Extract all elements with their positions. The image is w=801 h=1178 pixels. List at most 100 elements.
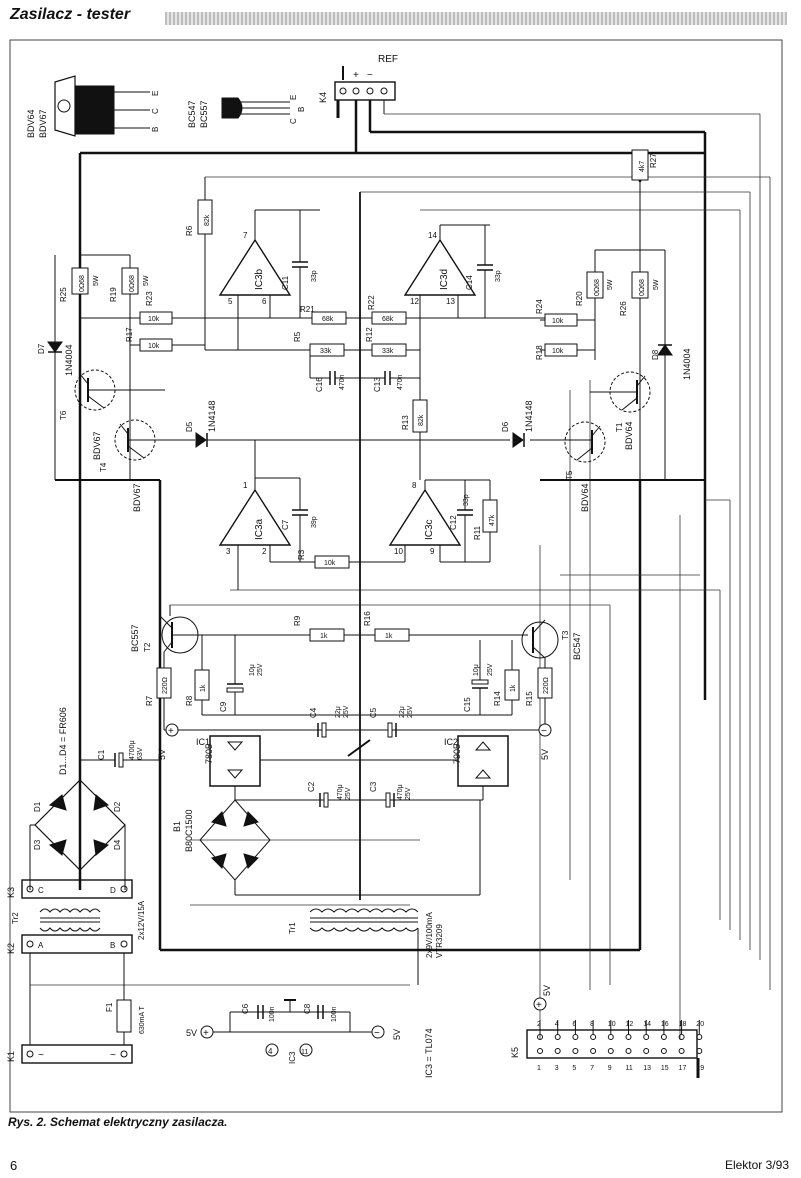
r26-watt: 5W — [653, 279, 660, 290]
t5-type: BDV64 — [580, 483, 590, 512]
r26-label: R26 — [619, 301, 628, 316]
r27-value: 4k7 — [639, 161, 646, 172]
r6-label: R6 — [185, 225, 194, 236]
k5-top-pin-label: 18 — [679, 1021, 687, 1028]
c2-volt: 25V — [345, 787, 352, 800]
k5-bottom-pin-label: 9 — [608, 1065, 612, 1072]
ic3d-pin12: 12 — [410, 297, 419, 306]
r14-value: 1k — [510, 684, 517, 692]
k5-bottom-pin-label: 5 — [572, 1065, 576, 1072]
k5-pin-13 — [643, 1048, 650, 1054]
k5-top-pin-label: 4 — [555, 1021, 559, 1028]
k5-pin-10 — [607, 1034, 614, 1040]
small-pin-c: C — [289, 118, 298, 124]
t1-type: BDV64 — [624, 421, 634, 450]
r20-label: R20 — [575, 291, 584, 306]
r19-watt: 5W — [143, 275, 150, 286]
c9-value: 10μ — [249, 664, 256, 676]
small-pin-b: B — [297, 107, 306, 112]
r11-value: 47k — [489, 514, 496, 526]
d5-label: D5 — [185, 421, 194, 432]
c16-label: C16 — [315, 377, 324, 392]
transformer-tr1: Tr1 2x9V/100mA VTR3209 — [288, 908, 444, 985]
k5-bottom-pin-label: 15 — [661, 1065, 669, 1072]
page-title: Zasilacz - tester — [10, 6, 131, 23]
d6-label: D6 — [501, 421, 510, 432]
c7-label: C7 — [281, 519, 290, 530]
c14-label: C14 — [465, 275, 474, 290]
d4-label: D4 — [113, 839, 122, 850]
t1-label: T1 — [615, 422, 624, 432]
k5-pin-4 — [554, 1034, 561, 1040]
r24-value: 10k — [552, 318, 564, 325]
ic2-label: IC2 — [444, 737, 458, 747]
r7-label: R7 — [145, 695, 154, 706]
journal-issue: Elektor 3/93 — [724, 1158, 789, 1172]
k5-plus-sign: + — [536, 1000, 542, 1011]
c15-volt: 25V — [487, 663, 494, 676]
opamp-ic3c: IC3c 8 10 9 C12 33p R11 47k — [365, 479, 498, 563]
k2-pin-b: B — [110, 941, 115, 950]
connector-k4: K4 + − REF — [318, 54, 398, 152]
ic3b-pin5: 5 — [228, 297, 233, 306]
page-number: 6 — [10, 1158, 18, 1173]
c13-label: C13 — [373, 377, 382, 392]
k5-pin-15 — [660, 1048, 667, 1054]
r21-value: 68k — [322, 316, 334, 323]
k5-bottom-pin-label: 3 — [555, 1065, 559, 1072]
d1-label: D1 — [33, 801, 42, 812]
r23-value: 10k — [148, 316, 160, 323]
opamp-ic3a: IC3a 1 3 2 C7 39p R3 10k — [218, 440, 405, 590]
k5-bottom-pin-label: 7 — [590, 1065, 594, 1072]
ic3b-pin7: 7 — [243, 231, 248, 240]
b1-type: B80C1500 — [184, 809, 194, 852]
c9-volt: 25V — [257, 663, 264, 676]
r15-label: R15 — [525, 691, 534, 706]
regulator-section: + 5V − 5V C4 22μ 25V C5 22μ 25V IC1 7805… — [157, 705, 552, 808]
v5-positive: 5V — [157, 749, 167, 760]
decoup-minus-sign: − — [374, 1028, 380, 1039]
decoup-plus-sign: + — [203, 1028, 209, 1039]
r14-label: R14 — [493, 691, 502, 706]
ic1-type: 7805 — [204, 744, 214, 764]
tr2-label: Tr2 — [11, 912, 20, 924]
r3-label: R3 — [297, 549, 306, 560]
r15-value: 220Ω — [543, 677, 550, 694]
ic3c-pin9: 9 — [430, 547, 435, 556]
power-transistor-pinout: BDV64 BDV67 B C E — [26, 75, 160, 138]
k5-bottom-pin-label: 19 — [696, 1065, 704, 1072]
k2-pin-a: A — [38, 941, 44, 950]
bridge-b1: B1 B80C1500 — [172, 799, 481, 896]
right-power-stage: R27 4k7 R20 0Ω68 5W R26 0Ω68 5W R24 10k … — [501, 149, 705, 512]
k5-bottom-pin-label: 17 — [679, 1065, 687, 1072]
c6-value: 100n — [269, 1006, 276, 1022]
tr1-label: Tr1 — [288, 922, 297, 934]
t3-type: BC547 — [572, 632, 582, 660]
k5-pin-1 — [537, 1048, 543, 1054]
k2-label: K2 — [6, 943, 16, 954]
k5-top-pin-label: 2 — [537, 1021, 541, 1028]
opamp-ic3b: IC3b 7 5 6 C11 33p R21 68k R22 68k R6 82… — [185, 177, 545, 350]
c2-value: 470μ — [337, 784, 344, 800]
r20-value: 0Ω68 — [594, 279, 601, 296]
k5-top-pin-label: 16 — [661, 1021, 669, 1028]
r12-label: R12 — [365, 327, 374, 342]
k5-pin-5 — [572, 1048, 579, 1054]
k1-label: K1 — [6, 1051, 16, 1062]
r13-value: 82k — [418, 414, 425, 426]
c12-label: C12 — [449, 515, 458, 530]
k1-pin-left: ~ — [38, 1050, 44, 1061]
c4-value: 22μ — [335, 706, 342, 718]
f1-label: F1 — [105, 1002, 114, 1012]
k5-pin-20 — [696, 1034, 703, 1040]
k4-plus: + — [353, 70, 359, 81]
c14-value: 33p — [495, 270, 502, 282]
decoup-5v-right: 5V — [392, 1029, 402, 1040]
left-power-stage: R25 0Ω68 5W R19 0Ω68 5W R23 10k R17 10k … — [37, 254, 510, 512]
t4-label: T4 — [99, 462, 108, 472]
r5-value: 33k — [320, 348, 332, 355]
transformer-tr2: K3 C D Tr2 2x12V/15A K2 A B F1 630mA T K… — [6, 879, 146, 1064]
power-name-2: BDV67 — [38, 109, 48, 138]
k5-bottom-pin-label: 11 — [626, 1065, 633, 1072]
ic3c-pin10: 10 — [394, 547, 403, 556]
